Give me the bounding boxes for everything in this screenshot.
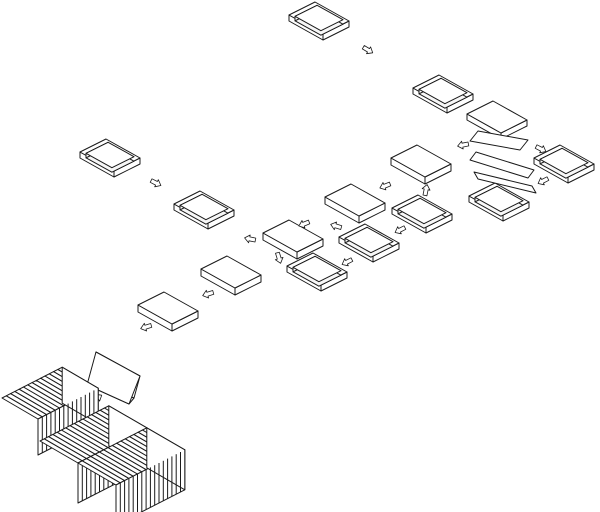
stack-front-right: [77, 427, 186, 512]
tray-b: [533, 144, 595, 184]
tray-a: [412, 74, 474, 114]
tray-f: [173, 190, 235, 230]
lid-top: [288, 1, 350, 41]
tray-g: [79, 138, 141, 178]
stack-front-right-end: [146, 427, 186, 491]
arrow-1: [361, 45, 374, 55]
stacked-panels-group: [1, 366, 186, 512]
arrow-8: [341, 257, 354, 267]
flow-arrows: [90, 45, 550, 403]
tray-g-rim: [85, 141, 135, 169]
tray-e-rim: [292, 255, 342, 283]
lid-top-rim: [294, 4, 344, 32]
tray-c-rim: [397, 197, 447, 225]
tray-h-rim: [474, 185, 524, 213]
fold-flaps: [469, 130, 537, 194]
tray-d: [338, 223, 400, 263]
arrow-5: [379, 181, 392, 191]
slab-d: [262, 219, 324, 260]
flap-lower: [473, 171, 537, 194]
tilted-panel: [86, 351, 141, 405]
tray-h: [468, 182, 530, 222]
tilted-panel-face: [86, 351, 141, 405]
slab-b-top-face: [390, 144, 452, 178]
arrow-9: [330, 221, 343, 231]
slab-c: [324, 183, 386, 224]
arrow-12: [149, 178, 162, 188]
flap-middle: [469, 151, 535, 179]
slab-b: [390, 144, 452, 185]
arrow-2: [457, 140, 470, 150]
arrow-14: [140, 322, 153, 332]
process-steps: [79, 1, 595, 405]
tray-a-rim: [418, 77, 468, 105]
arrow-10: [274, 251, 284, 264]
arrow-3: [534, 144, 547, 154]
slab-d-top-face: [262, 219, 324, 253]
tray-c: [391, 194, 453, 234]
slab-e: [200, 255, 262, 296]
tray-e: [286, 252, 348, 292]
arrow-11: [244, 234, 257, 244]
arrow-7: [394, 225, 407, 235]
arrow-13: [202, 289, 215, 299]
slab-c-top-face: [324, 183, 386, 217]
tray-d-rim: [344, 226, 394, 254]
slab-f: [137, 291, 199, 332]
arrow-16: [298, 219, 311, 229]
slab-f-top-face: [137, 291, 199, 325]
slab-a-top-face: [466, 100, 528, 134]
slab-e-top-face: [200, 255, 262, 289]
tray-f-rim: [179, 193, 229, 221]
slab-a: [466, 100, 528, 140]
arrow-4: [537, 176, 550, 186]
arrow-6: [421, 184, 431, 197]
flap-upper: [469, 130, 529, 151]
tray-b-rim: [539, 147, 589, 175]
stack-back: [1, 366, 99, 456]
